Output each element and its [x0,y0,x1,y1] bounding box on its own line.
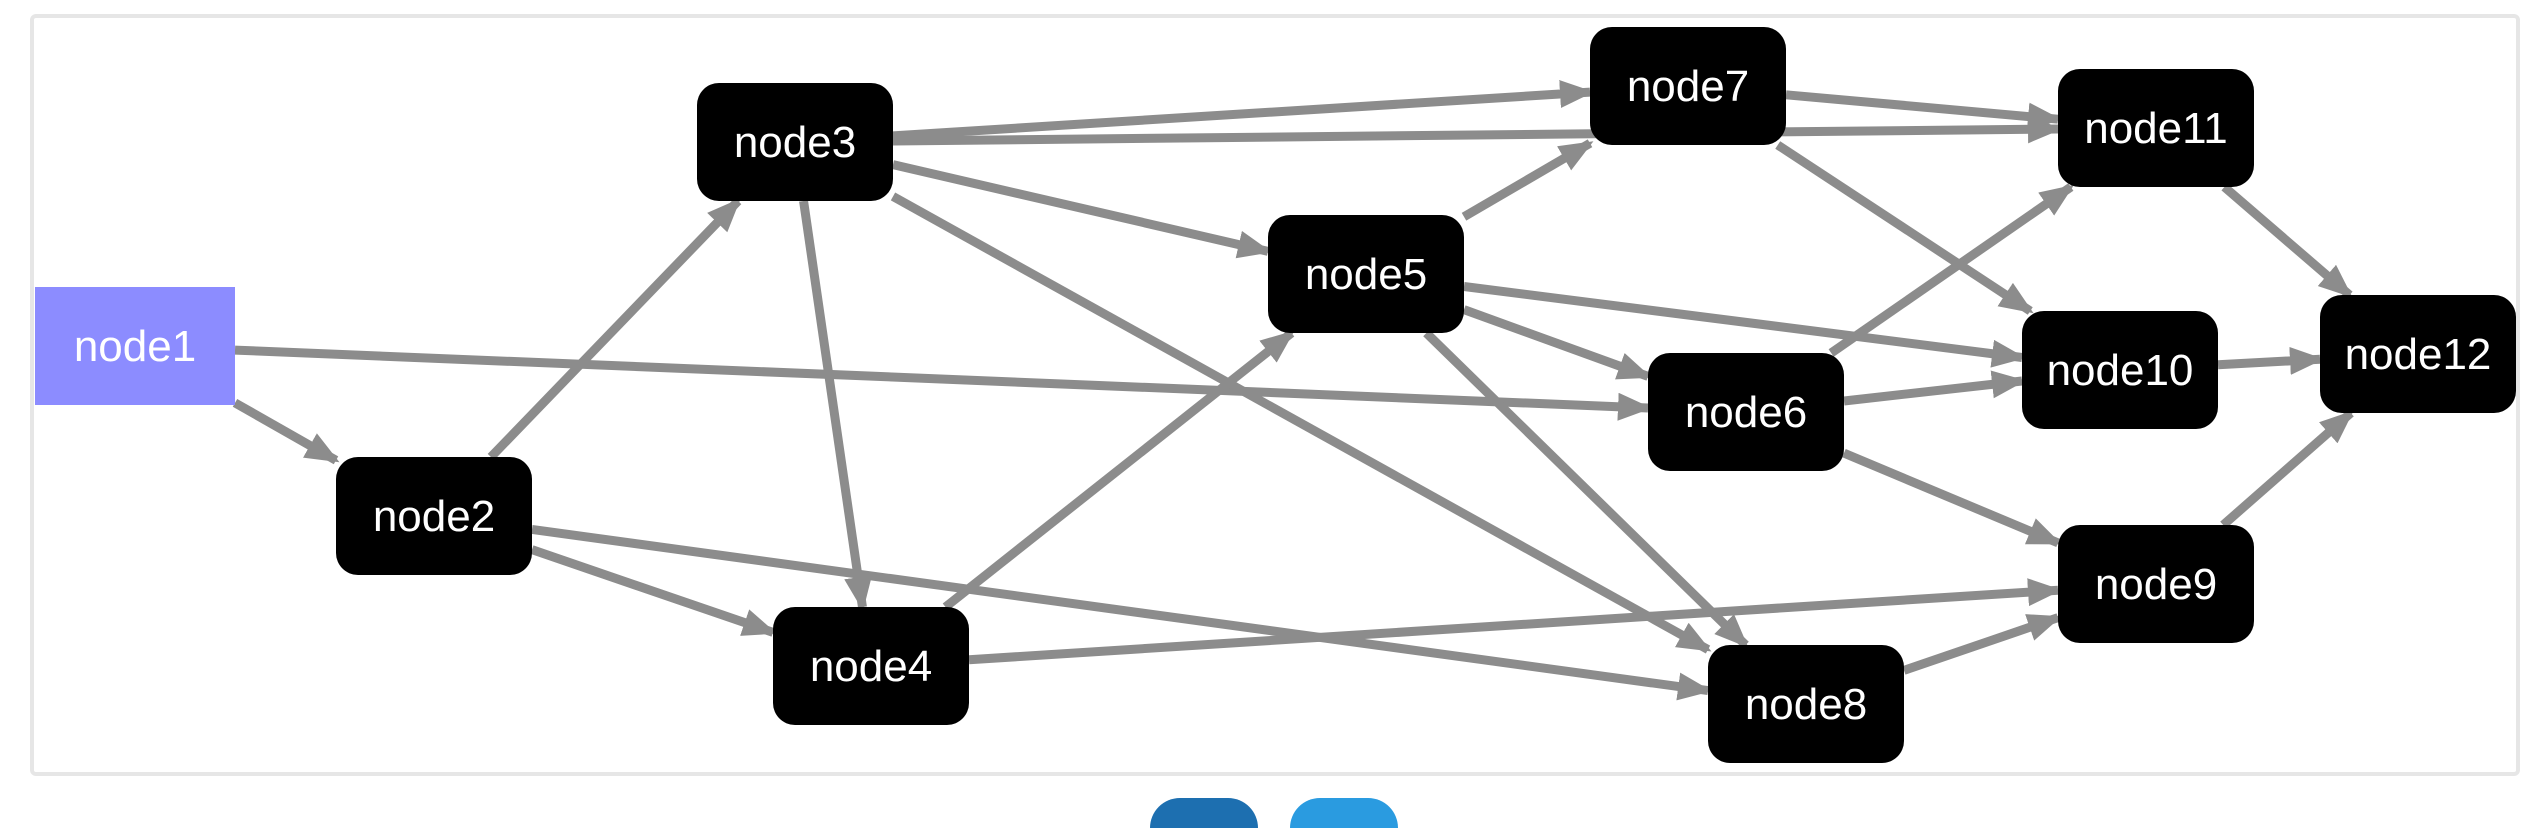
node-label: node8 [1745,680,1867,729]
edge-node7-node11[interactable] [1785,90,2062,131]
node-box[interactable] [2022,311,2218,429]
edge-node11-node12[interactable] [2221,183,2353,299]
node-label: node11 [2084,104,2228,153]
graph-node-node6[interactable]: node6 [1648,353,1844,471]
graph-node-node9[interactable]: node9 [2058,525,2254,643]
node-label: node9 [2095,560,2217,609]
edge-node6-node9[interactable] [1842,448,2062,548]
node-label: node4 [810,642,932,691]
graph-node-node4[interactable]: node4 [773,607,969,725]
edge-node4-node5[interactable] [942,329,1295,611]
bottom-control-left[interactable] [1150,798,1258,828]
edge-node9-node12[interactable] [2220,409,2354,529]
node-box[interactable] [1590,27,1786,145]
edge-node5-node6[interactable] [1462,305,1652,381]
node-box[interactable] [336,457,532,575]
graph-node-node1[interactable]: node1 [35,287,235,405]
node-box[interactable] [1268,215,1464,333]
node-box[interactable] [2320,295,2516,413]
edge-node6-node10[interactable] [1843,370,2026,406]
node-box[interactable] [2058,525,2254,643]
edge-node3-node4[interactable] [799,200,872,611]
bottom-control-right[interactable] [1290,798,1398,828]
node-box[interactable] [1648,353,1844,471]
edge-node7-node10[interactable] [1775,141,2034,315]
edge-node3-node7[interactable] [892,80,1594,141]
edge-node2-node8[interactable] [531,524,1712,701]
edge-node6-node11[interactable] [1828,183,2075,357]
graph-node-node7[interactable]: node7 [1590,27,1786,145]
edge-node2-node4[interactable] [530,545,777,637]
edge-node3-node5[interactable] [891,160,1272,259]
edge-node8-node9[interactable] [1902,613,2062,675]
edge-node5-node8[interactable] [1423,329,1749,649]
edges-layer [232,80,2354,701]
node-label: node2 [373,492,495,541]
graph-node-node8[interactable]: node8 [1708,645,1904,763]
node-label: node10 [2047,346,2194,395]
graph-node-node10[interactable]: node10 [2022,311,2218,429]
edge-node1-node6[interactable] [234,345,1652,421]
graph-node-node5[interactable]: node5 [1268,215,1464,333]
node-label: node12 [2345,330,2492,379]
node-label: node6 [1685,388,1807,437]
node-label: node1 [74,322,196,371]
edge-node3-node8[interactable] [890,192,1712,654]
node-box[interactable] [2058,69,2254,187]
node-box[interactable] [35,287,235,405]
graph-node-node12[interactable]: node12 [2320,295,2516,413]
edge-node2-node3[interactable] [487,197,742,461]
node-label: node3 [734,118,856,167]
graph-node-node3[interactable]: node3 [697,83,893,201]
graph-node-node11[interactable]: node11 [2058,69,2254,187]
edge-node5-node7[interactable] [1461,139,1594,221]
edge-node3-node11[interactable] [892,115,2062,146]
edge-node4-node9[interactable] [968,578,2062,665]
node-label: node5 [1305,250,1427,299]
nodes-layer: node1 node2 node3 node4 node5 node6 node7 node8… [35,27,2516,763]
node-label: node7 [1627,62,1749,111]
graph-node-node2[interactable]: node2 [336,457,532,575]
edge-node1-node2[interactable] [232,398,340,465]
edge-node10-node12[interactable] [2217,346,2324,375]
network-graph[interactable]: node1 node2 node3 node4 node5 node6 node7 node8… [0,0,2542,806]
node-box[interactable] [773,607,969,725]
edge-node5-node10[interactable] [1463,282,2026,368]
node-box[interactable] [1708,645,1904,763]
node-box[interactable] [697,83,893,201]
